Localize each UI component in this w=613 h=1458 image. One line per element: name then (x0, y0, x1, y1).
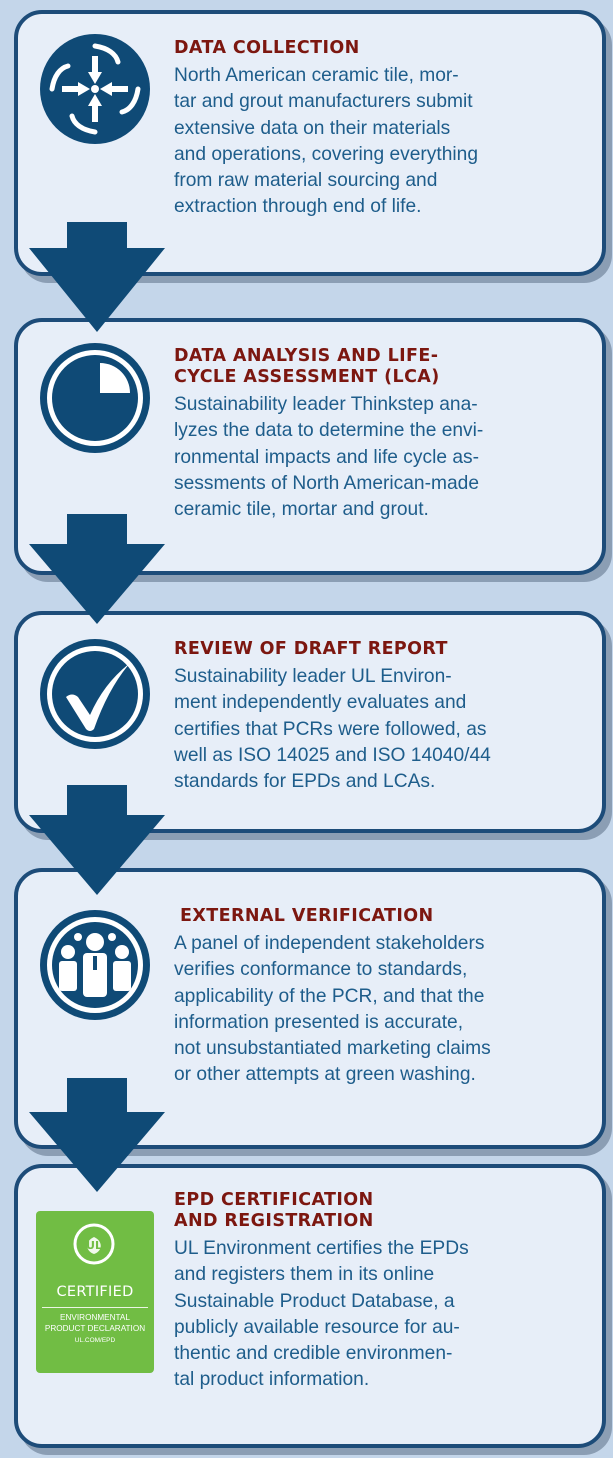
arrows-converging-icon (38, 32, 152, 146)
people-group-icon (38, 908, 152, 1022)
badge-certified-label: CERTIFIED (56, 1284, 134, 1300)
step-text-1: DATA COLLECTION North American ceramic t… (174, 38, 594, 221)
checkmark-icon (38, 637, 152, 751)
step-description: North American ceramic tile, mor- tar an… (174, 65, 478, 218)
step-description: UL Environment certifies the EPDs and re… (174, 1238, 469, 1391)
ul-logo-icon: UL (73, 1223, 115, 1265)
step-text-3: REVIEW OF DRAFT REPORT Sustainability le… (174, 639, 594, 795)
step-description: A panel of independent stakeholders veri… (174, 933, 491, 1086)
step-title: DATA ANALYSIS AND LIFE- CYCLE ASSESSMENT… (174, 346, 440, 387)
flow-arrow-2 (29, 514, 165, 624)
badge-line-2: PRODUCT DECLARATION (44, 1324, 146, 1333)
flow-arrow-1 (29, 222, 165, 332)
pie-chart-icon (38, 341, 152, 455)
step-description: Sustainability leader Thinkstep ana- lyz… (174, 394, 484, 521)
step-title: DATA COLLECTION (174, 38, 360, 58)
step-text-4: EXTERNAL VERIFICATION A panel of indepen… (174, 906, 594, 1089)
ul-certified-badge: UL CERTIFIED ENVIRONMENTAL PRODUCT DECLA… (36, 1211, 154, 1373)
step-title: EXTERNAL VERIFICATION (180, 906, 434, 926)
flow-arrow-3 (29, 785, 165, 895)
svg-text:UL: UL (86, 1239, 102, 1252)
step-description: Sustainability leader UL Environ- ment i… (174, 666, 491, 793)
step-text-5: EPD CERTIFICATION AND REGISTRATION UL En… (174, 1190, 594, 1394)
badge-divider (42, 1307, 148, 1308)
step-title: EPD CERTIFICATION AND REGISTRATION (174, 1190, 374, 1231)
flow-arrow-4 (29, 1078, 165, 1192)
step-text-2: DATA ANALYSIS AND LIFE- CYCLE ASSESSMENT… (174, 346, 594, 523)
badge-line-1: ENVIRONMENTAL (60, 1313, 130, 1322)
badge-url: UL.COM/EPD (74, 1337, 116, 1344)
step-title: REVIEW OF DRAFT REPORT (174, 639, 448, 659)
